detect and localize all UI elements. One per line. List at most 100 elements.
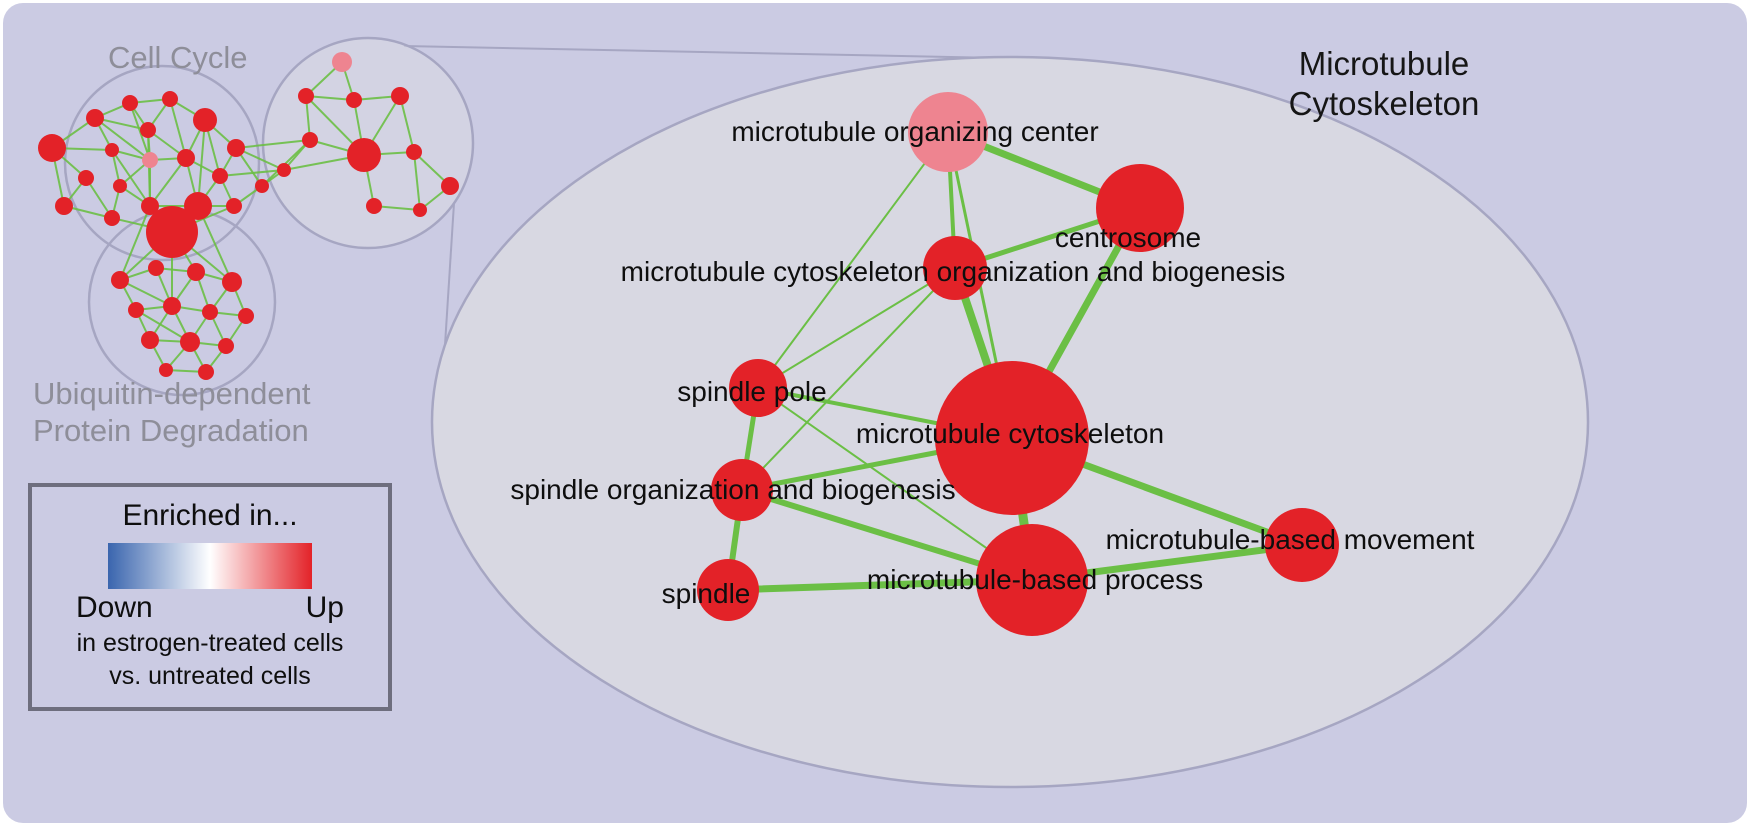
overview-node <box>391 87 409 105</box>
overview-node <box>347 138 381 172</box>
overview-node <box>105 143 119 157</box>
edge-microtubule-organizing-center--spindle-pole <box>757 131 949 389</box>
node-centrosome <box>1096 164 1184 252</box>
overview-node <box>226 198 242 214</box>
overview-edge <box>169 98 187 159</box>
overview-edge <box>119 205 151 281</box>
overview-node <box>218 338 234 354</box>
overview-node <box>177 149 195 167</box>
overview-edge <box>129 102 151 161</box>
node-spindle <box>697 559 759 621</box>
edge-microtubule-cytoskeleton-organization-and-biogenesis--spindle-pole <box>757 267 956 389</box>
zoom-nodes-layer <box>697 92 1339 636</box>
overview-node <box>86 109 104 127</box>
overview-node <box>140 122 156 138</box>
overview-node <box>146 206 198 258</box>
overview-node <box>198 364 214 380</box>
node-microtubule-cytoskeleton <box>935 361 1089 515</box>
node-spindle-pole <box>729 359 787 417</box>
overview-node <box>366 198 382 214</box>
overview-edge <box>261 139 311 187</box>
overview-node <box>193 108 217 132</box>
overview-edge <box>399 95 415 153</box>
node-label-spindle-pole: spindle pole <box>677 376 826 407</box>
node-microtubule-cytoskeleton-organization-and-biogenesis <box>923 236 987 300</box>
overview-node <box>180 332 200 352</box>
overview-node <box>128 302 144 318</box>
edge-microtubule-cytoskeleton-organization-and-biogenesis--spindle-organization-and-biogenesis <box>741 267 956 491</box>
node-spindle-organization-and-biogenesis <box>711 459 773 521</box>
node-label-microtubule-cytoskeleton: microtubule cytoskeleton <box>856 418 1164 449</box>
overview-node <box>222 272 242 292</box>
zoom-cone-layer <box>403 45 1001 346</box>
overview-node <box>413 203 427 217</box>
zoom-title-line1: Microtubule <box>1299 45 1470 82</box>
legend-title: Enriched in... <box>122 499 298 532</box>
overview-node <box>238 308 254 324</box>
overview-nodes-layer <box>38 52 459 380</box>
zoom-node-labels-layer: microtubule organizing centercentrosomem… <box>510 116 1474 609</box>
overview-node <box>111 271 129 289</box>
cluster-label-ubiquitin-line1: Ubiquitin-dependent <box>33 376 311 411</box>
overview-node <box>162 91 178 107</box>
overview-node <box>406 144 422 160</box>
overview-node <box>202 304 218 320</box>
overview-edge <box>219 169 285 177</box>
overview-edge <box>235 139 311 149</box>
overview-node <box>255 179 269 193</box>
node-label-spindle-organization-and-biogenesis: spindle organization and biogenesis <box>510 474 955 505</box>
node-label-spindle: spindle <box>662 578 751 609</box>
overview-edge <box>119 279 173 307</box>
zoom-cone-line <box>444 202 455 346</box>
cluster-label-ubiquitin-line2: Protein Degradation <box>33 413 309 448</box>
overview-node <box>148 260 164 276</box>
overview-node <box>113 179 127 193</box>
cluster-label-cell-cycle: Cell Cycle <box>108 40 248 75</box>
overview-node <box>212 168 228 184</box>
overview-edge <box>149 157 187 207</box>
cluster-circle-cell-cycle <box>63 64 261 262</box>
legend-down-label: Down <box>76 591 153 624</box>
overview-node <box>104 210 120 226</box>
overview-node <box>184 192 212 220</box>
overview-node <box>277 163 291 177</box>
overview-node <box>302 132 318 148</box>
overview-edge <box>305 95 355 101</box>
overview-node <box>55 197 73 215</box>
overview-node <box>298 88 314 104</box>
overview-node <box>227 139 245 157</box>
overview-edge <box>197 119 206 207</box>
node-microtubule-based-process <box>976 524 1088 636</box>
node-microtubule-organizing-center <box>908 92 988 172</box>
node-label-microtubule-organizing-center: microtubule organizing center <box>731 116 1098 147</box>
overview-node <box>187 263 205 281</box>
overview-node <box>141 197 159 215</box>
zoom-cone-line <box>403 45 1001 59</box>
overview-edge <box>94 117 151 161</box>
node-label-microtubule-based-process: microtubule-based process <box>867 564 1203 595</box>
overview-edge <box>135 309 191 343</box>
overview-node <box>346 92 362 108</box>
overview-node <box>159 363 173 377</box>
overview-node <box>142 152 158 168</box>
legend-subtitle-line2: vs. untreated cells <box>109 662 311 690</box>
node-microtubule-based-movement <box>1265 508 1339 582</box>
overview-node <box>332 52 352 72</box>
overview-node <box>38 134 66 162</box>
node-label-microtubule-cytoskeleton-organization-and-biogenesis: microtubule cytoskeleton organization an… <box>621 256 1286 287</box>
overview-edge <box>413 151 421 211</box>
legend-gradient-bar <box>108 543 312 589</box>
overview-node <box>441 177 459 195</box>
zoom-title-line2: Cytoskeleton <box>1289 85 1480 122</box>
overview-node <box>122 95 138 111</box>
legend-subtitle-line1: in estrogen-treated cells <box>76 629 344 657</box>
legend-up-label: Up <box>305 591 344 624</box>
node-label-centrosome: centrosome <box>1055 222 1201 253</box>
overview-node <box>78 170 94 186</box>
legend: Enriched in... Down Up in estrogen-treat… <box>28 483 392 711</box>
overview-node <box>141 331 159 349</box>
overview-edge <box>111 149 151 207</box>
overview-node <box>163 297 181 315</box>
